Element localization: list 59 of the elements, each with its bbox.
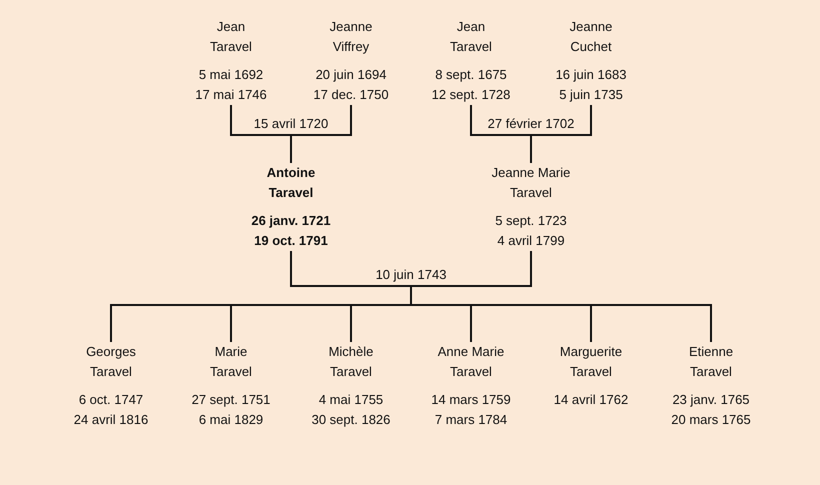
family-line: [290, 251, 412, 287]
marriage-date: 27 février 1702: [484, 115, 578, 135]
family-line: [410, 251, 532, 287]
surname: Cuchet: [570, 38, 612, 56]
birth-date: 14 mars 1759: [431, 391, 511, 409]
birth-date: 16 juin 1683: [556, 66, 626, 84]
death-date: 7 mars 1784: [434, 411, 508, 429]
death-date: 24 avril 1816: [74, 411, 148, 429]
surname: Taravel: [570, 363, 612, 381]
death-date: 6 mai 1829: [198, 411, 264, 429]
family-line: [290, 135, 292, 164]
birth-date: 14 avril 1762: [554, 391, 628, 409]
surname: Taravel: [330, 363, 372, 381]
birth-date: 20 juin 1694: [316, 66, 386, 84]
death-date: 4 avril 1799: [497, 232, 565, 250]
birth-date: 4 mai 1755: [318, 391, 384, 409]
given-name: Marguerite: [560, 343, 622, 361]
death-date: 30 sept. 1826: [312, 411, 390, 429]
surname: Taravel: [510, 184, 552, 202]
surname: Taravel: [450, 38, 492, 56]
death-date: 17 dec. 1750: [313, 86, 389, 104]
birth-date: 6 oct. 1747: [78, 391, 144, 409]
given-name: Jeanne: [570, 18, 612, 36]
given-name: Etienne: [688, 343, 734, 361]
birth-date: 8 sept. 1675: [435, 66, 507, 84]
birth-date: 26 janv. 1721: [251, 212, 331, 230]
given-name: Jean: [216, 18, 246, 36]
given-name: Georges: [86, 343, 136, 361]
given-name: Jeanne Marie: [492, 164, 570, 182]
surname: Taravel: [268, 184, 314, 202]
family-line: [530, 105, 592, 136]
given-name: Michèle: [328, 343, 374, 361]
surname: Taravel: [450, 363, 492, 381]
surname: Taravel: [690, 363, 732, 381]
surname: Viffrey: [332, 38, 370, 56]
family-line: [470, 105, 532, 136]
surname: Taravel: [90, 363, 132, 381]
family-line: [290, 105, 352, 136]
given-name: Jeanne: [330, 18, 372, 36]
death-date: 19 oct. 1791: [254, 232, 328, 250]
death-date: 17 mai 1746: [195, 86, 267, 104]
surname: Taravel: [210, 363, 252, 381]
birth-date: 5 mai 1692: [198, 66, 264, 84]
death-date: 20 mars 1765: [671, 411, 751, 429]
surname: Taravel: [210, 38, 252, 56]
birth-date: 23 janv. 1765: [672, 391, 750, 409]
death-date: 5 juin 1735: [559, 86, 623, 104]
birth-date: 5 sept. 1723: [495, 212, 567, 230]
family-line: [230, 105, 292, 136]
given-name: Jean: [456, 18, 486, 36]
marriage-date: 10 juin 1743: [372, 266, 450, 286]
family-line: [530, 135, 532, 164]
given-name: Marie: [214, 343, 248, 361]
given-name: Antoine: [266, 164, 316, 182]
given-name: Anne Marie: [438, 343, 504, 361]
family-line: [410, 286, 712, 342]
death-date: 12 sept. 1728: [432, 86, 510, 104]
birth-date: 27 sept. 1751: [192, 391, 270, 409]
marriage-date: 15 avril 1720: [250, 115, 332, 135]
